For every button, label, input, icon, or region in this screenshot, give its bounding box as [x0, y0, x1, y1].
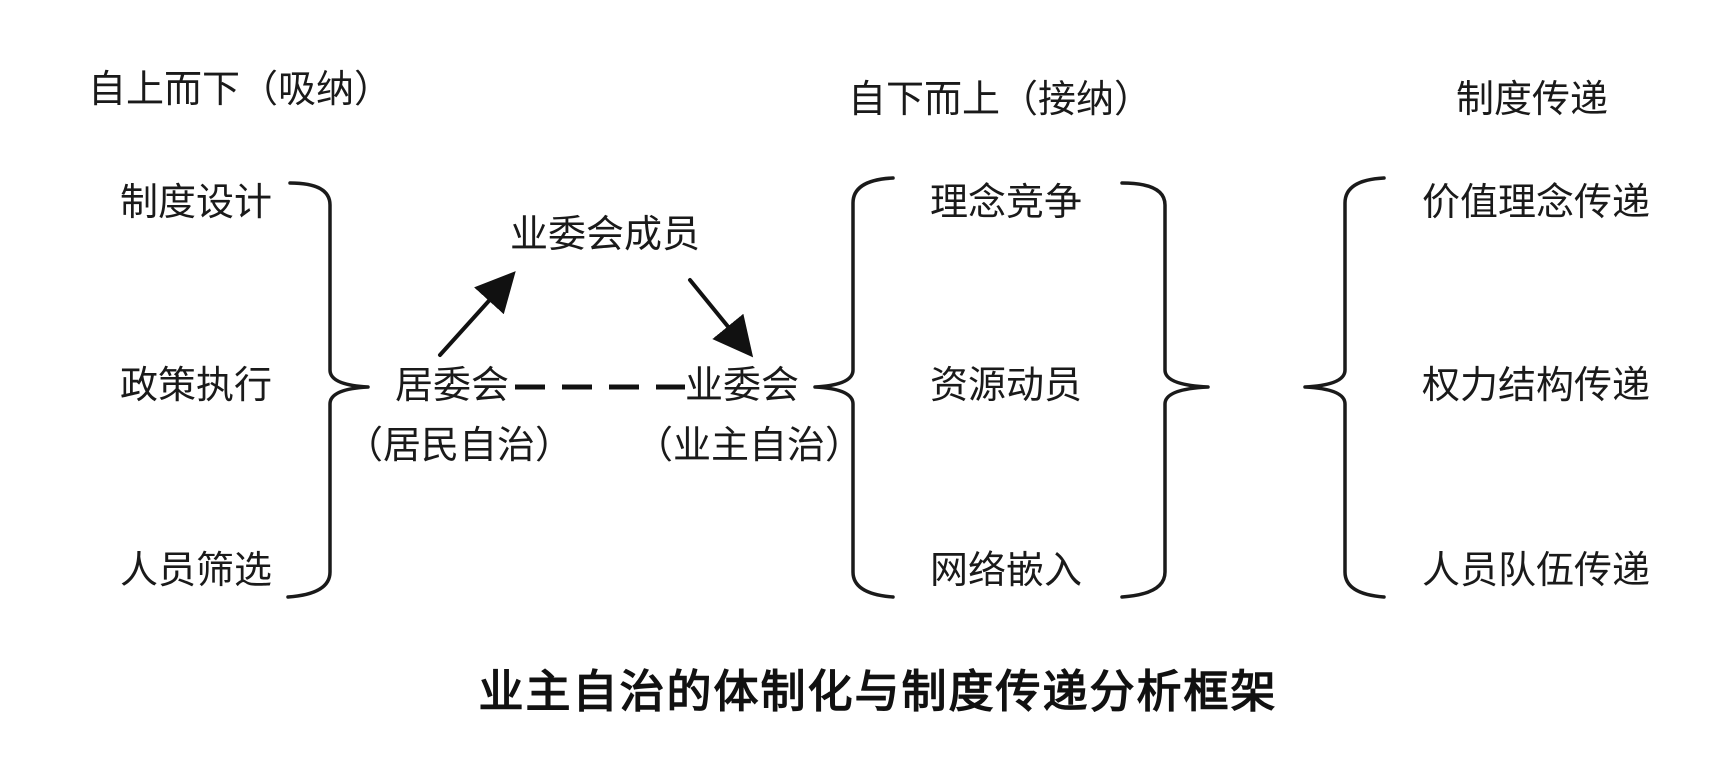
left-brace	[286, 181, 370, 599]
header-top-down: 自上而下（吸纳）	[88, 67, 392, 111]
arrow-down-to-owners	[688, 278, 754, 358]
middle-item-ideas: 理念竞争	[930, 180, 1082, 224]
middle-item-resources: 资源动员	[930, 363, 1082, 407]
middle-item-network: 网络嵌入	[930, 548, 1082, 592]
arrow-up-to-member	[438, 271, 516, 357]
residents-autonomy-label: （居民自治）	[345, 423, 573, 467]
left-item-execution: 政策执行	[120, 363, 272, 407]
diagram-caption: 业主自治的体制化与制度传递分析框架	[478, 665, 1277, 718]
right-item-values: 价值理念传递	[1422, 180, 1650, 224]
middle-open-brace	[813, 176, 895, 599]
right-item-power: 权力结构传递	[1422, 363, 1650, 407]
header-bottom-up: 自下而上（接纳）	[848, 77, 1152, 121]
residents-committee-label: 居委会	[395, 363, 509, 407]
middle-close-brace	[1120, 181, 1210, 599]
header-transmission: 制度传递	[1456, 77, 1608, 121]
left-item-screening: 人员筛选	[120, 548, 272, 592]
committee-member-label: 业委会成员	[510, 212, 700, 256]
left-item-design: 制度设计	[120, 180, 272, 224]
right-open-brace	[1303, 176, 1386, 599]
right-item-personnel: 人员队伍传递	[1422, 548, 1650, 592]
owners-autonomy-label: （业主自治）	[635, 423, 863, 467]
owners-committee-label: 业委会	[685, 363, 799, 407]
